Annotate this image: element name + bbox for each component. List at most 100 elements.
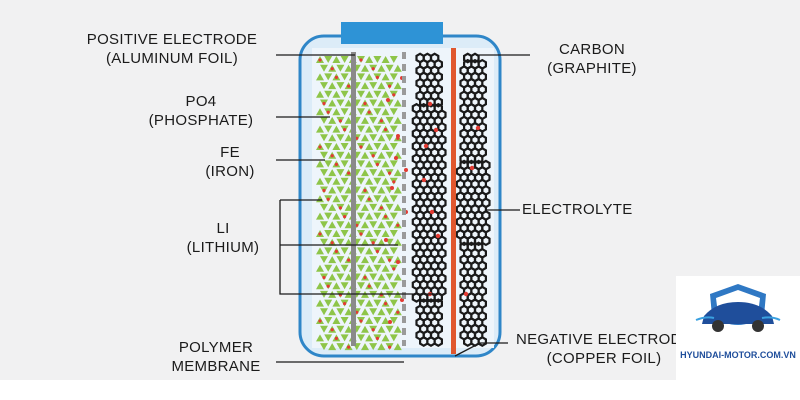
lfp-crystal <box>361 256 369 264</box>
lfp-crystal <box>328 343 337 351</box>
lfp-crystal <box>377 186 386 194</box>
lithium-dot <box>371 154 375 158</box>
lithium-dot <box>363 275 367 280</box>
lfp-crystal <box>389 282 398 290</box>
label-iron-line1: FE <box>220 144 240 161</box>
lfp-crystal <box>361 343 369 351</box>
lithium-dot <box>326 197 330 201</box>
lfp-crystal <box>340 334 349 342</box>
lfp-crystal <box>385 64 394 72</box>
lfp-crystal <box>373 264 382 272</box>
lithium-dot <box>334 336 338 340</box>
lfp-crystal <box>361 238 369 246</box>
lithium-dot <box>367 110 371 114</box>
lfp-crystal <box>373 125 382 133</box>
lfp-crystal <box>340 177 349 185</box>
lithium-dot <box>421 177 427 183</box>
lfp-crystal <box>320 151 328 159</box>
lfp-crystal <box>332 299 341 307</box>
lfp-crystal <box>316 334 324 342</box>
lfp-crystal <box>381 177 390 185</box>
lfp-crystal <box>324 90 333 98</box>
lfp-crystal <box>316 264 324 272</box>
lfp-crystal <box>324 73 333 81</box>
lfp-crystal <box>385 325 394 333</box>
lithium-dot <box>375 249 379 253</box>
lfp-crystal <box>361 82 369 90</box>
lfp-crystal <box>332 282 341 290</box>
label-phosphate: PO4 (PHOSPHATE) <box>126 92 276 130</box>
lfp-crystal <box>324 177 333 185</box>
lithium-dot <box>423 143 429 149</box>
watermark-logo: HYUNDAI-MOTOR.COM.VN <box>676 276 800 400</box>
lfp-crystal <box>320 64 328 72</box>
lfp-crystal <box>365 299 374 307</box>
lfp-crystal <box>332 56 341 63</box>
leader-lines <box>276 54 530 363</box>
lithium-dot <box>388 258 392 262</box>
lfp-crystal <box>320 82 328 90</box>
lfp-crystal <box>381 247 390 255</box>
lfp-crystal <box>393 82 402 90</box>
leader-negative-electrode <box>454 342 508 357</box>
lithium-dot <box>347 171 351 175</box>
lfp-crystal <box>316 247 324 255</box>
lithium-dot <box>347 84 351 88</box>
lfp-crystal <box>381 108 390 116</box>
label-phosphate-line2: (PHOSPHATE) <box>148 112 254 129</box>
lfp-crystal <box>324 56 333 63</box>
lfp-crystal <box>373 143 382 150</box>
label-negative-electrode: NEGATIVE ELECTRODE (COPPER FOIL) <box>506 330 702 368</box>
lithium-dot <box>322 101 326 106</box>
lfp-crystal <box>336 308 345 316</box>
lfp-crystal <box>320 134 328 142</box>
lfp-crystal <box>365 334 374 342</box>
label-lithium-line2: (LITHIUM) <box>186 239 260 256</box>
lfp-crystal <box>377 82 386 90</box>
lfp-crystal <box>316 282 324 290</box>
lfp-crystal <box>340 108 349 116</box>
lfp-crystal <box>332 212 341 220</box>
lfp-crystal <box>336 82 345 90</box>
lfp-crystal <box>320 308 328 316</box>
lfp-crystal <box>324 212 333 220</box>
lfp-crystal <box>324 143 333 150</box>
lfp-crystal <box>381 282 390 290</box>
lithium-dot <box>330 154 334 158</box>
lfp-crystal <box>365 56 374 63</box>
lfp-crystal <box>324 334 333 342</box>
lfp-crystal <box>340 247 349 255</box>
lfp-crystal <box>328 82 337 90</box>
lfp-crystal <box>324 160 333 168</box>
lithium-dot <box>330 67 334 71</box>
lithium-dot <box>433 127 439 133</box>
lithium-dot <box>343 215 347 219</box>
lfp-crystal <box>361 169 369 177</box>
lfp-crystal <box>365 230 374 237</box>
lithium-dot <box>318 319 322 323</box>
lfp-crystal <box>385 151 394 159</box>
lfp-crystal <box>328 99 337 107</box>
lfp-crystal <box>361 151 369 159</box>
lfp-crystal <box>377 169 386 177</box>
label-carbon: CARBON (GRAPHITE) <box>532 40 652 78</box>
lfp-crystal <box>389 317 398 324</box>
lithium-ion <box>388 320 392 324</box>
lithium-dot <box>359 58 363 62</box>
lfp-crystal <box>389 247 398 255</box>
lfp-crystal <box>328 116 337 124</box>
label-polymer-membrane: POLYMER MEMBRANE <box>156 338 276 376</box>
lfp-crystal <box>369 99 378 107</box>
lithium-dot <box>347 345 351 349</box>
lfp-crystal <box>389 108 398 116</box>
lithium-dot <box>429 209 435 215</box>
lfp-crystal <box>336 343 345 351</box>
lithium-dot <box>322 188 326 193</box>
lfp-crystal <box>361 221 369 229</box>
lithium-dot <box>371 67 375 71</box>
lfp-crystal <box>381 264 390 272</box>
label-phosphate-line1: PO4 <box>185 93 217 110</box>
lfp-crystal <box>377 343 386 351</box>
lfp-crystal <box>389 230 398 237</box>
lfp-crystal <box>365 125 374 133</box>
